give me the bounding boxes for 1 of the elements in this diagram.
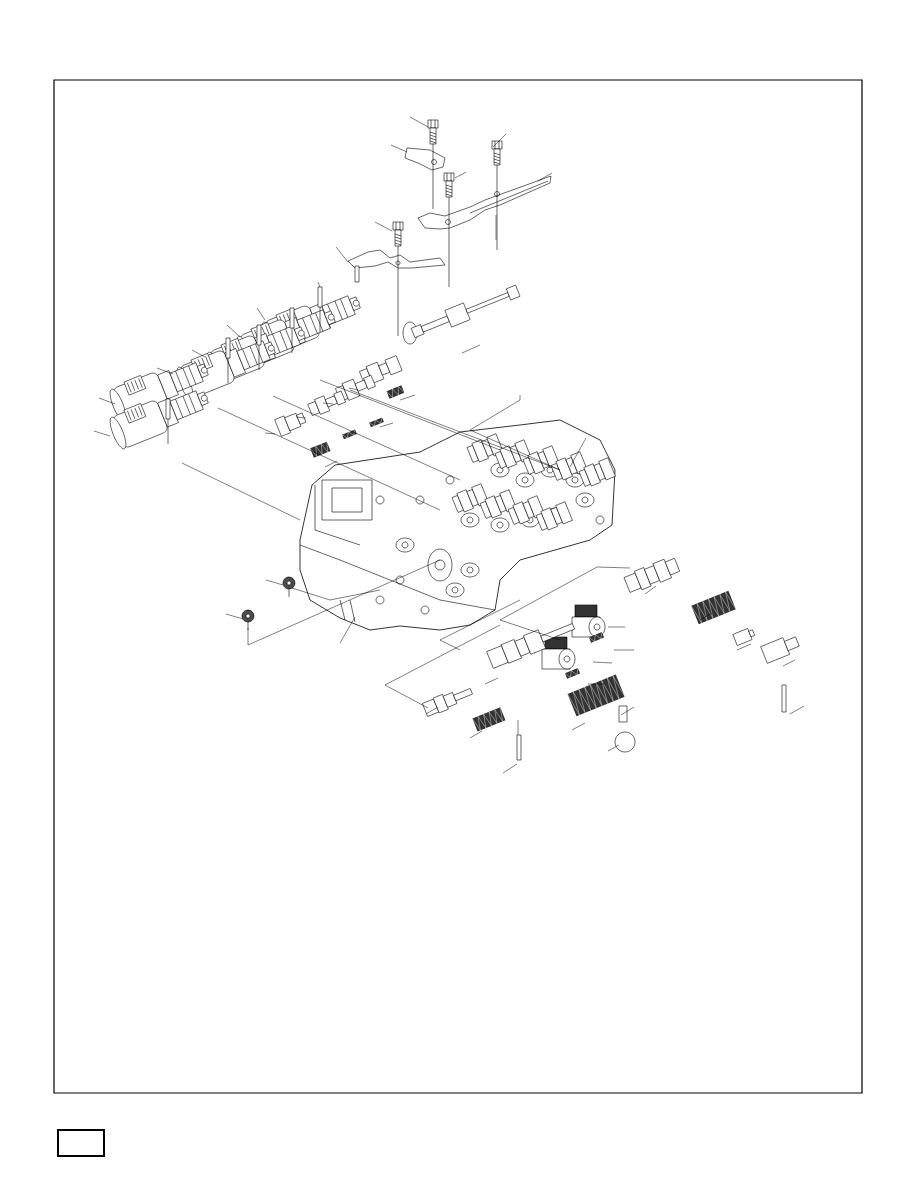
valve-body-exploded-drawing — [93, 116, 805, 774]
